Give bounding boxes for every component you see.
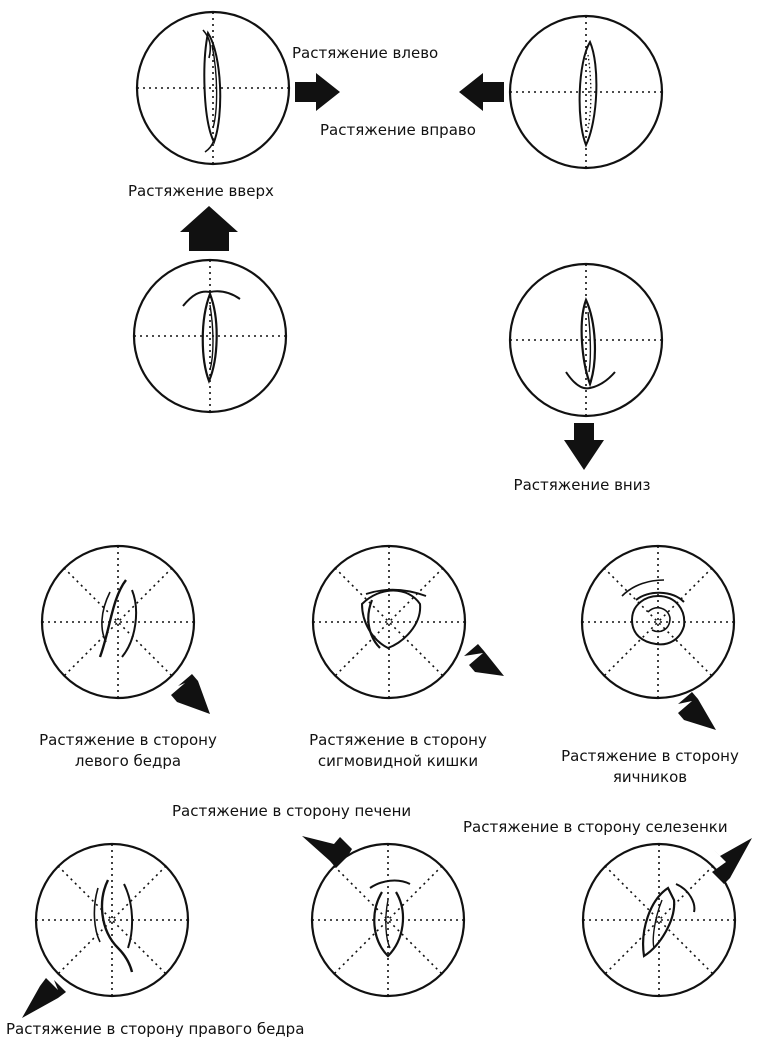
arrow-down-right-icon [171, 674, 210, 714]
arrow-down-right-icon [464, 644, 504, 676]
label-spleen: Растяжение в сторону селезенки [463, 818, 728, 836]
circle-up-stretch [132, 258, 288, 414]
circle-left-stretch [135, 10, 291, 166]
label-sigmoid-line1: Растяжение в сторону [309, 731, 487, 749]
label-sigmoid-line2: сигмовидной кишки [317, 752, 479, 770]
label-liver: Растяжение в сторону печени [172, 802, 412, 820]
label-stretch-up: Растяжение вверх [128, 182, 274, 200]
circle-ovaries-stretch [580, 544, 736, 700]
circle-sigmoid-stretch [311, 544, 467, 700]
arrow-up-icon [180, 206, 238, 251]
arrow-up-left-icon [302, 836, 352, 868]
label-ovaries-line1: Растяжение в сторону [561, 747, 739, 765]
label-ovaries-line2: яичников [612, 768, 688, 786]
arrow-left-icon [459, 73, 504, 111]
arrow-down-icon [564, 423, 604, 470]
circle-spleen-stretch [581, 842, 737, 998]
label-stretch-right: Растяжение вправо [320, 121, 476, 139]
label-stretch-left: Растяжение влево [292, 44, 439, 62]
circle-right-stretch [508, 14, 664, 170]
label-stretch-down: Растяжение вниз [513, 476, 651, 494]
label-right-thigh: Растяжение в сторону правого бедра [6, 1020, 305, 1038]
arrow-down-left-icon [22, 978, 66, 1018]
arrow-right-icon [295, 73, 340, 111]
circle-right-thigh-stretch [34, 842, 190, 998]
label-left-thigh-line2: левого бедра [74, 752, 182, 770]
arrow-up-right-icon [712, 838, 752, 884]
circle-down-stretch [508, 262, 664, 418]
arrow-down-right-icon [678, 692, 716, 730]
circle-liver-stretch [310, 842, 466, 998]
label-left-thigh-line1: Растяжение в сторону [39, 731, 217, 749]
circle-left-thigh-stretch [40, 544, 196, 700]
